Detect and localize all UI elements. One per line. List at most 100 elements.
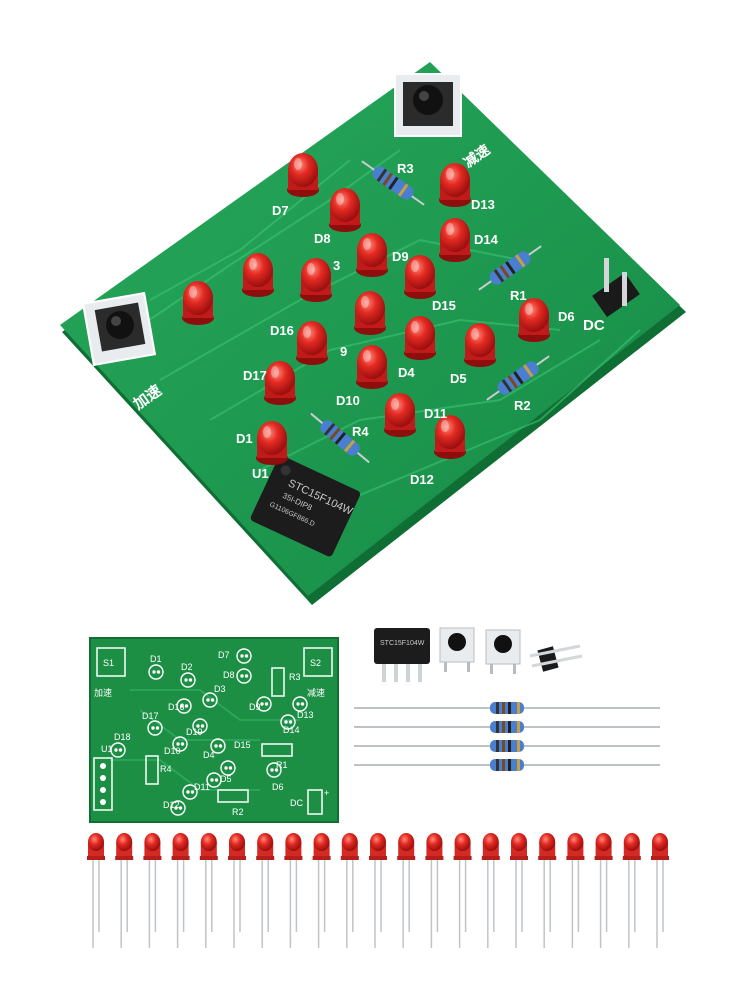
bare-led-pad	[256, 696, 272, 712]
bare-led-labels: D1 D2 D3 D7 D8 D9 D13 D14 D15 D16 D17 D1…	[114, 650, 314, 810]
assembled-button-speedup	[81, 291, 157, 367]
loose-led	[397, 833, 416, 948]
label-d13: D13	[471, 197, 495, 212]
label-d15: D15	[432, 298, 456, 313]
assembled-led	[264, 361, 296, 405]
bare-led-pads	[110, 648, 308, 816]
loose-led	[171, 833, 190, 948]
assembled-button-slowdown	[394, 73, 462, 137]
loose-led	[87, 833, 105, 948]
assembled-led	[384, 393, 416, 437]
loose-resistor	[354, 740, 660, 752]
bare-led-pad	[192, 718, 208, 734]
loose-led	[115, 833, 134, 948]
bare-led-pad	[236, 648, 252, 664]
label-d5: D5	[450, 371, 467, 386]
bare-label-d3: D3	[214, 684, 226, 694]
bare-label-d1: D1	[150, 654, 162, 664]
label-d9: D9	[392, 249, 409, 264]
bare-label-r3: R3	[289, 672, 301, 682]
loose-led	[340, 833, 359, 948]
label-d14: D14	[474, 232, 499, 247]
bare-led-pad	[266, 762, 282, 778]
label-d1: D1	[236, 431, 253, 446]
bare-pcb	[90, 638, 338, 822]
bare-label-d13: D13	[297, 710, 314, 720]
assembled-led	[439, 163, 471, 207]
bare-label-plus: +	[324, 788, 329, 798]
label-d9b: 9	[340, 344, 347, 359]
loose-led	[510, 833, 528, 948]
bare-label-slowdown: 减速	[307, 687, 325, 698]
loose-led	[622, 833, 641, 948]
bare-label-s2: S2	[310, 658, 321, 668]
loose-resistor	[354, 721, 660, 733]
bare-label-d2: D2	[181, 662, 193, 672]
bare-led-pad	[202, 692, 218, 708]
bare-led-pad	[172, 736, 188, 752]
bare-label-s1: S1	[103, 658, 114, 668]
assembled-resistor-r3	[361, 160, 425, 206]
loose-led	[538, 833, 557, 948]
assembled-led	[300, 258, 332, 302]
loose-led	[312, 833, 331, 948]
loose-led	[594, 833, 613, 948]
bare-label-u1: U1	[101, 744, 113, 754]
bare-led-pad	[148, 664, 164, 680]
loose-led	[284, 833, 303, 948]
assembled-led	[296, 321, 328, 365]
assembled-led	[518, 298, 550, 342]
assembled-led	[242, 253, 274, 297]
bare-board: S1 S2 加速 减速 U1 R3 R1 R2 R4 DC + D1 D2 D3…	[89, 637, 339, 823]
bare-label-d4: D4	[203, 750, 215, 760]
assembled-led	[439, 218, 471, 262]
assembled-led	[356, 233, 388, 277]
label-dc: DC	[583, 317, 605, 334]
label-r1: R1	[510, 288, 527, 303]
bare-label-dc: DC	[290, 798, 303, 808]
bare-label-r4: R4	[160, 764, 172, 774]
bare-label-speedup: 加速	[94, 688, 112, 698]
loose-led	[369, 833, 387, 948]
assembled-led	[182, 281, 214, 325]
bare-label-d11: D11	[194, 782, 210, 792]
assembled-resistor-r1	[478, 245, 542, 291]
loose-led	[453, 833, 472, 948]
bare-led-pad	[170, 800, 186, 816]
bare-label-d17: D17	[142, 711, 159, 721]
bare-label-d18: D18	[114, 732, 131, 742]
loose-resistors	[354, 702, 660, 771]
bare-led-pad	[220, 760, 236, 776]
assembled-resistor-r4	[310, 412, 370, 464]
assembled-resistor-r2	[486, 355, 550, 401]
bare-led-pad	[176, 698, 192, 714]
assembled-led	[256, 421, 288, 465]
loose-led	[256, 833, 275, 948]
bare-label-d15: D15	[234, 740, 251, 750]
bare-label-r2: R2	[232, 807, 244, 817]
assembled-led	[464, 323, 496, 367]
bare-led-pad	[180, 672, 196, 688]
assembled-led	[329, 188, 361, 232]
loose-pin-header	[529, 644, 583, 672]
loose-led	[228, 833, 246, 948]
assembled-led-labels: D7 D8 D9 D13 D14 3 D15 R1 D6 R3 D16 9 D4…	[236, 161, 575, 487]
loose-chip-text: STC15F104W	[380, 640, 425, 647]
label-d8: D8	[314, 231, 331, 246]
bare-led-pad	[210, 738, 226, 754]
bare-label-d7: D7	[218, 650, 230, 660]
label-r4: R4	[352, 424, 369, 439]
assembled-board: 加速 减速	[60, 62, 686, 605]
loose-resistor	[354, 702, 660, 714]
assembled-leds	[182, 153, 550, 465]
bare-label-d16: D16	[168, 702, 185, 712]
bare-label-d9: D9	[249, 702, 261, 712]
label-d17: D17	[243, 368, 267, 383]
label-d6: D6	[558, 309, 575, 324]
loose-led	[566, 833, 585, 948]
label-d7: D7	[272, 203, 289, 218]
bare-led-pad	[236, 668, 252, 684]
assembled-led	[356, 345, 388, 389]
label-d16: D16	[270, 323, 294, 338]
